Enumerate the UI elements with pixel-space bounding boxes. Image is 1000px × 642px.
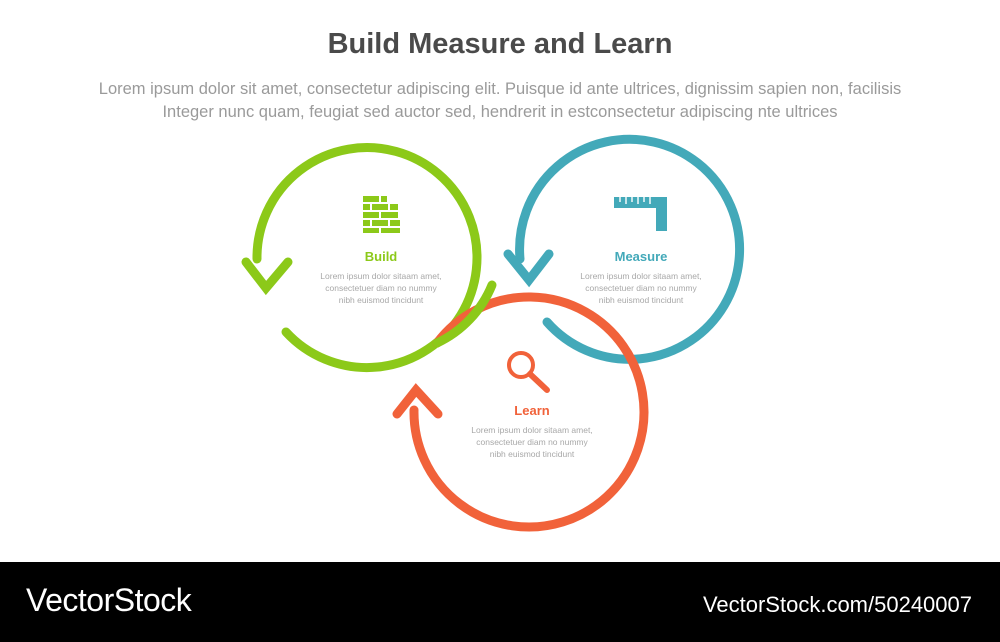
build-ring bbox=[241, 143, 482, 373]
measure-desc-line-2: consectetuer diam no nummy bbox=[585, 283, 697, 293]
vectorstock-logo: VectorStock bbox=[26, 582, 192, 618]
measure-desc-line-3: nibh euismod tincidunt bbox=[598, 295, 684, 305]
build-ring-overlap bbox=[432, 280, 497, 348]
build-desc-line-1: Lorem ipsum dolor sitaam amet, bbox=[320, 271, 442, 281]
learn-desc-line-3: nibh euismod tincidunt bbox=[489, 449, 575, 459]
learn-arrowhead bbox=[392, 383, 443, 419]
build-desc-line-2: consectetuer diam no nummy bbox=[325, 283, 437, 293]
learn-ring bbox=[392, 292, 649, 532]
cycle-diagram bbox=[241, 134, 745, 532]
image-id-url: VectorStock.com/50240007 bbox=[702, 592, 972, 617]
learn-description: Lorem ipsum dolor sitaam amet, consectet… bbox=[452, 424, 612, 460]
magnifier-icon bbox=[507, 351, 550, 393]
build-ring-arc bbox=[252, 143, 482, 373]
learn-ring-arc bbox=[409, 292, 649, 532]
subtitle-line-1: Lorem ipsum dolor sit amet, consectetur … bbox=[98, 80, 902, 98]
watermark-footer: VectorStock VectorStock.com/50240007 bbox=[0, 562, 1000, 642]
build-arrowhead bbox=[241, 257, 293, 296]
learn-desc-line-2: consectetuer diam no nummy bbox=[476, 437, 588, 447]
subtitle-line-2: Integer nunc quam, feugiat sed auctor se… bbox=[162, 103, 838, 121]
learn-desc-line-1: Lorem ipsum dolor sitaam amet, bbox=[471, 425, 593, 435]
measure-desc-line-1: Lorem ipsum dolor sitaam amet, bbox=[580, 271, 702, 281]
measure-arrowhead bbox=[503, 249, 554, 288]
learn-label: Learn bbox=[514, 403, 550, 418]
measure-label: Measure bbox=[614, 249, 668, 264]
page-subtitle: Lorem ipsum dolor sit amet, consectetur … bbox=[40, 78, 960, 124]
build-description: Lorem ipsum dolor sitaam amet, consectet… bbox=[301, 270, 461, 306]
brick-wall-icon bbox=[363, 196, 400, 233]
ruler-icon bbox=[614, 197, 667, 231]
build-desc-line-3: nibh euismod tincidunt bbox=[338, 295, 424, 305]
build-label: Build bbox=[364, 249, 398, 264]
measure-description: Lorem ipsum dolor sitaam amet, consectet… bbox=[561, 270, 721, 306]
page-title: Build Measure and Learn bbox=[327, 28, 673, 60]
